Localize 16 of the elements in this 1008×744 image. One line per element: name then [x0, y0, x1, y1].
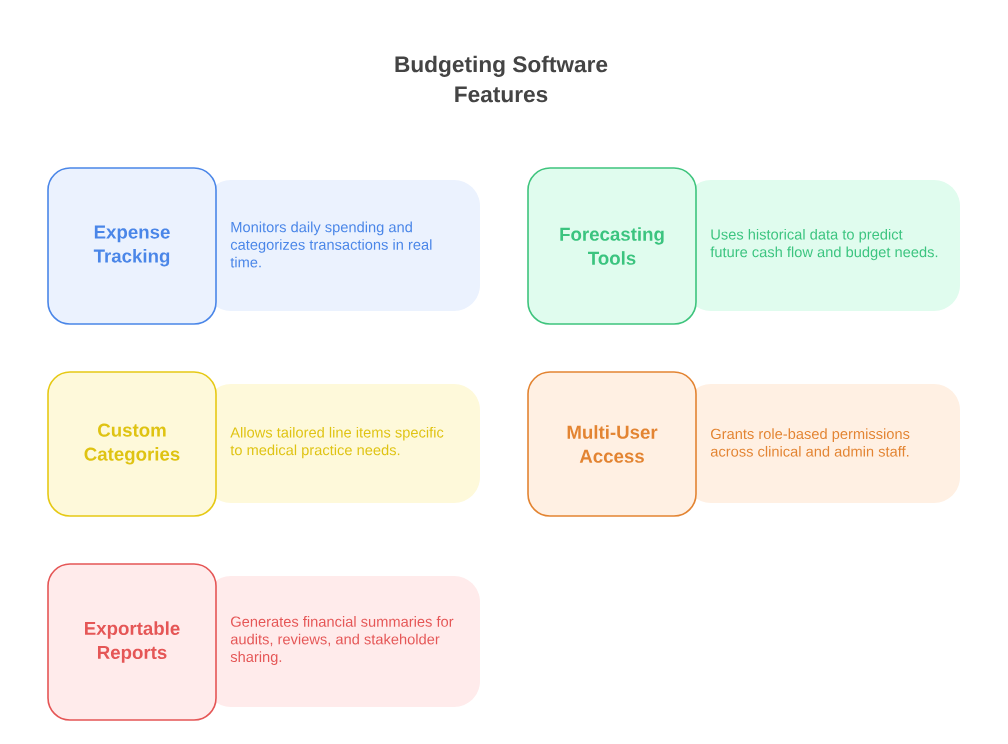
feature-box: Exportable Reports: [47, 563, 217, 721]
title: Budgeting Software Features: [395, 55, 608, 103]
description-panel: Allows tailored line items specific to medical practice needs.: [205, 384, 480, 503]
node-label: Monitors daily spending and categorizes transactions in real time.: [230, 221, 432, 268]
node-label: Grants role-based permissions across clinical and admin staff.: [710, 428, 910, 457]
node-label: Allows tailored line items specific to medical practice needs.: [230, 426, 444, 459]
feature-box: Forecasting Tools: [527, 167, 697, 325]
node-label: Uses historical data to predict future cash flow and budget needs.: [710, 228, 938, 261]
feature-box: Expense Tracking: [47, 167, 217, 325]
description-panel: Uses historical data to predict future cash flow and budget needs.: [685, 180, 960, 311]
description-panel: Generates financial summaries for audits, reviews, and stakeholder sharing.: [205, 576, 480, 707]
description-panel: Monitors daily spending and categorizes transactions in real time.: [205, 180, 480, 311]
feature-box: Multi-User Access: [527, 371, 697, 517]
description-panel: Grants role-based permissions across clinical and admin staff.: [685, 384, 960, 503]
feature-box: Custom Categories: [47, 371, 217, 517]
node-label: Generates financial summaries for audits, reviews, and stakeholder sharing.: [230, 616, 454, 665]
